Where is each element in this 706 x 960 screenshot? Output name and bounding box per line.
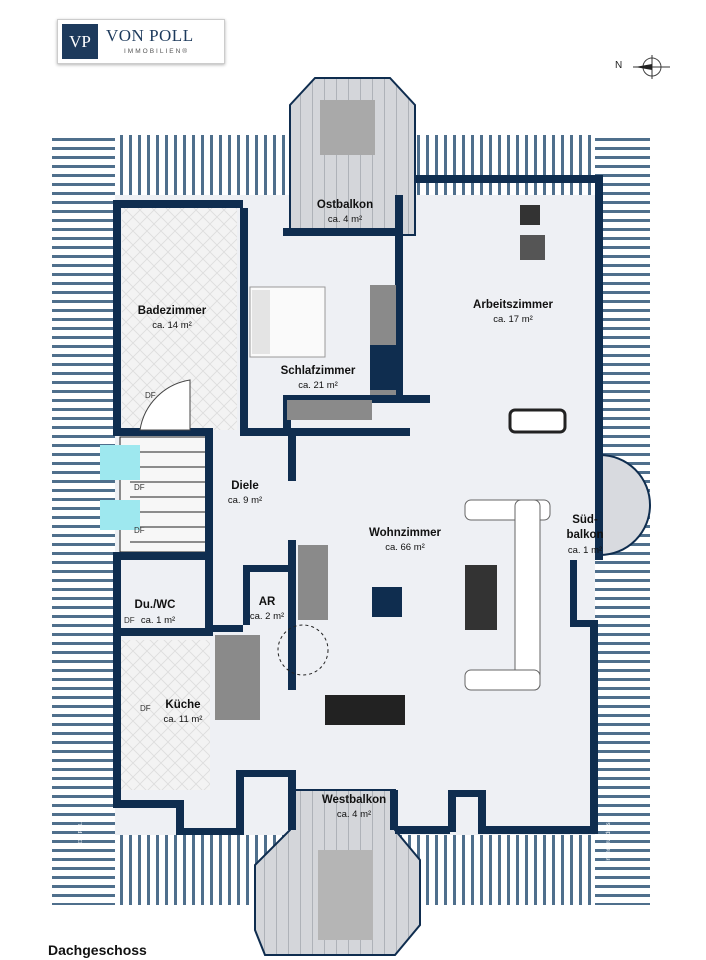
room-name-arbeitszimmer: Arbeitszimmer [473,299,553,311]
logo-mark: VP [62,24,98,59]
floor-label: Dachgeschoss [48,942,147,958]
room-area-schlafzimmer: ca. 21 m² [298,380,338,391]
df-label: DF [134,526,145,535]
room-name-schlafzimmer: Schlafzimmer [281,365,356,377]
df-label: DF [145,391,156,400]
room-name-kueche: Küche [165,699,200,711]
room-name-suedbalkon-2: balkon [566,529,603,541]
walls [113,175,603,835]
logo-sub: IMMOBILIEN® [124,48,190,55]
room-name-badezimmer: Badezimmer [138,305,207,317]
room-name-duwc: Du./WC [135,599,176,611]
room-area-westbalkon: ca. 4 m² [337,809,371,820]
room-area-duwc: ca. 1 m² [141,615,175,626]
compass-rose-icon [633,55,670,79]
room-name-ostbalkon: Ostbalkon [317,199,373,211]
kitchen-floor [120,640,210,790]
room-area-ar: ca. 2 m² [250,611,284,622]
logo-name: VON POLL [106,26,194,45]
df-label: DF [134,483,145,492]
room-name-suedbalkon-1: Süd- [572,514,598,526]
df-label: DF [124,616,135,625]
room-name-diele: Diele [231,480,259,492]
watermark-left: VON POLL [78,818,84,848]
von-poll-logo: VP VON POLL IMMOBILIEN® [57,19,225,64]
df-label: DF [140,704,151,713]
room-area-diele: ca. 9 m² [228,495,262,506]
compass-north-label: N [615,60,623,71]
watermark-right: Immogrundriss [606,822,612,862]
room-name-westbalkon: Westbalkon [322,794,386,806]
room-name-ar: AR [259,596,276,608]
room-area-ostbalkon: ca. 4 m² [328,214,362,225]
room-name-wohnzimmer: Wohnzimmer [369,527,442,539]
room-area-suedbalkon: ca. 1 m² [568,545,602,556]
staircase [100,436,211,553]
room-area-arbeitszimmer: ca. 17 m² [493,314,533,325]
room-area-badezimmer: ca. 14 m² [152,320,192,331]
room-labels: Ostbalkon ca. 4 m² Badezimmer ca. 14 m² … [124,199,604,820]
room-area-kueche: ca. 11 m² [164,714,203,725]
room-area-wohnzimmer: ca. 66 m² [385,542,425,553]
suedbalkon-bay [599,453,651,557]
furniture [139,100,567,940]
